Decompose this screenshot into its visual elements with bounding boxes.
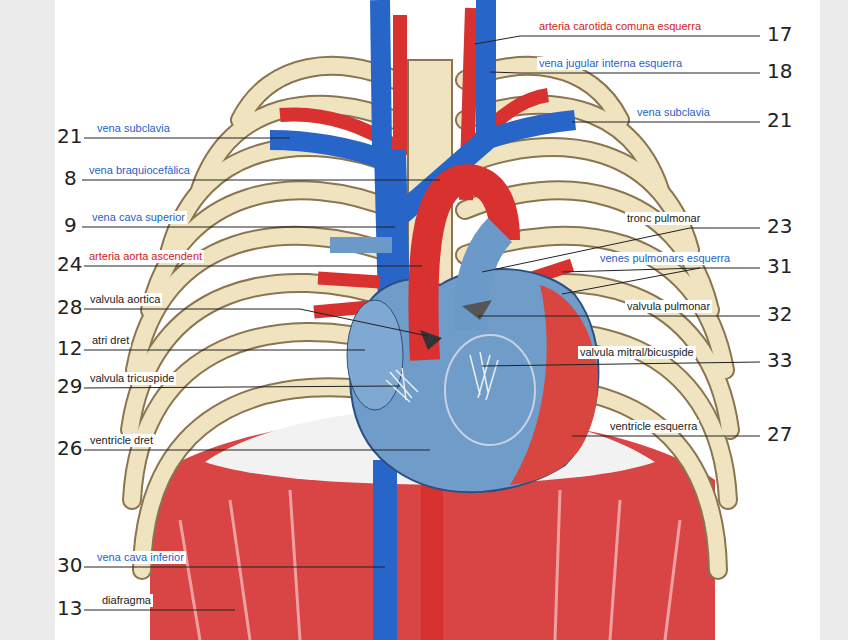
leader-line: [478, 316, 760, 317]
callout-number: 30: [55, 554, 84, 576]
leader-line: [572, 122, 760, 123]
part-label: valvula pulmonar: [625, 300, 712, 313]
leader-line: [82, 350, 365, 351]
mitral-chordae: [470, 352, 498, 400]
leader-line: [475, 36, 760, 44]
part-label: diafragma: [100, 594, 153, 607]
leader-line: [572, 436, 760, 437]
descending-aorta: [421, 470, 443, 640]
jugular-vein: [380, 0, 382, 150]
callout-number: 33: [765, 349, 794, 371]
side-band: [0, 0, 55, 640]
callout-number: 21: [765, 109, 794, 131]
part-label: vena cava inferior: [95, 551, 186, 564]
tricuspid-chordae: [386, 368, 418, 402]
leader-line: [82, 138, 290, 139]
part-label: vena subclavia: [635, 106, 712, 119]
leader-line: [82, 180, 440, 181]
part-label: venes pulmonars esquerra: [598, 252, 732, 265]
callout-number: 9: [62, 214, 79, 236]
leader-line: [562, 268, 760, 294]
carotid-artery: [393, 15, 407, 155]
inferior-vena-cava: [373, 460, 397, 640]
part-label: vena cava superior: [90, 211, 187, 224]
part-label: ventricle esquerra: [608, 420, 699, 433]
callout-number: 27: [765, 423, 794, 445]
part-label: atri dret: [90, 334, 131, 347]
part-label: vena braquiocefàlica: [87, 164, 192, 177]
callout-number: 17: [765, 23, 794, 45]
leader-line: [82, 386, 400, 388]
part-label: ventricle dret: [88, 434, 155, 447]
aortic-valve: [420, 330, 442, 350]
callout-number: 21: [55, 125, 84, 147]
part-label: vena subclavia: [95, 122, 172, 135]
leader-line: [482, 228, 760, 272]
part-label: arteria aorta ascendent: [87, 250, 204, 263]
callout-number: 28: [55, 296, 84, 318]
ventricle-chamber: [445, 335, 535, 445]
leader-line: [82, 610, 235, 611]
callout-number: 12: [55, 337, 84, 359]
leader-line: [82, 309, 428, 336]
side-band: [820, 0, 848, 640]
callout-number: 31: [765, 255, 794, 277]
left-ventricle: [510, 285, 598, 485]
part-label: arteria carotida comuna esquerra: [537, 20, 703, 33]
pulmonary-valve: [462, 300, 492, 320]
part-label: valvula mitral/bicuspide: [578, 346, 696, 359]
subclavian-vein: [270, 140, 385, 160]
heart: [347, 179, 598, 492]
callout-number: 29: [55, 375, 84, 397]
leader-line: [82, 266, 422, 267]
callout-number: 8: [62, 167, 79, 189]
leader-lines: [82, 36, 760, 610]
callout-number: 23: [765, 215, 794, 237]
leader-line: [82, 227, 395, 228]
callout-number: 32: [765, 303, 794, 325]
part-label: tronc pulmonar: [625, 212, 702, 225]
part-label: valvula tricuspide: [88, 372, 176, 385]
pulmonary-vein: [318, 278, 380, 282]
leader-line: [82, 567, 385, 568]
leader-line: [82, 450, 430, 451]
subclavian-vein: [486, 120, 575, 140]
leader-line: [490, 72, 760, 73]
part-label: valvula aortica: [88, 293, 162, 306]
right-atrium: [347, 300, 403, 410]
callout-number: 13: [55, 597, 84, 619]
callout-number: 24: [55, 253, 84, 275]
callout-number: 26: [55, 437, 84, 459]
pulmonary-artery: [330, 237, 392, 253]
leader-line: [482, 362, 760, 366]
part-label: vena jugular interna esquerra: [537, 57, 684, 70]
callout-number: 18: [765, 60, 794, 82]
